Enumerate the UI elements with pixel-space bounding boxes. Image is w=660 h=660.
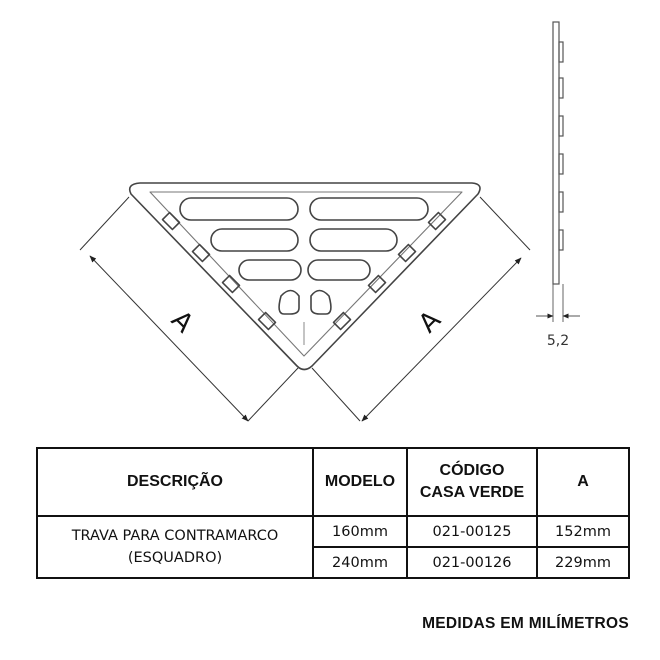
slot	[179, 197, 299, 221]
tab	[221, 274, 241, 294]
table-row: 240mm 021-00126 229mm	[37, 546, 630, 579]
bracket-front-view	[128, 182, 481, 371]
slot	[309, 228, 398, 252]
bracket-outline	[128, 182, 481, 371]
thickness-label: 5,2	[547, 333, 569, 349]
technical-drawing: A A 5,2	[79, 21, 580, 422]
slot	[309, 197, 429, 221]
dimension-label-right: A	[413, 305, 447, 339]
a-cell: 152mm	[536, 515, 630, 548]
codigo-cell: 021-00125	[406, 515, 538, 548]
slot	[278, 289, 300, 315]
header-modelo: MODELO	[312, 447, 408, 517]
header-codigo-line1: CÓDIGO	[439, 462, 505, 479]
tab	[332, 311, 352, 331]
slot	[310, 289, 332, 315]
specification-table: DESCRIÇÃO MODELO CÓDIGO CASA VERDE A TRA…	[36, 447, 630, 579]
tab	[427, 211, 447, 231]
a-cell: 229mm	[536, 546, 630, 579]
description-cell: TRAVA PARA CONTRAMARCO (ESQUADRO)	[36, 515, 314, 579]
tab	[161, 211, 181, 231]
modelo-cell: 240mm	[312, 546, 408, 579]
description-line1: TRAVA PARA CONTRAMARCO	[71, 528, 279, 544]
header-descricao: DESCRIÇÃO	[36, 447, 314, 517]
codigo-cell: 021-00126	[406, 546, 538, 579]
dimension-right	[311, 196, 531, 422]
slot	[307, 259, 371, 281]
bracket-inner-outline	[149, 191, 463, 357]
dimension-label-left: A	[165, 305, 199, 339]
table-header-row: DESCRIÇÃO MODELO CÓDIGO CASA VERDE A	[36, 447, 630, 517]
units-note: MEDIDAS EM MILÍMETROS	[422, 615, 629, 632]
slot	[210, 228, 299, 252]
modelo-cell: 160mm	[312, 515, 408, 548]
tab	[397, 243, 417, 263]
table-row: TRAVA PARA CONTRAMARCO (ESQUADRO) 160mm …	[36, 515, 630, 579]
tab	[367, 274, 387, 294]
bracket-side-view	[536, 21, 580, 322]
header-codigo-line2: CASA VERDE	[419, 484, 525, 501]
description-line2: (ESQUADRO)	[127, 550, 223, 566]
tab	[191, 243, 211, 263]
dimension-left	[79, 196, 299, 422]
tab	[257, 311, 277, 331]
slot	[238, 259, 302, 281]
header-a: A	[536, 447, 630, 517]
header-codigo: CÓDIGO CASA VERDE	[406, 447, 538, 517]
